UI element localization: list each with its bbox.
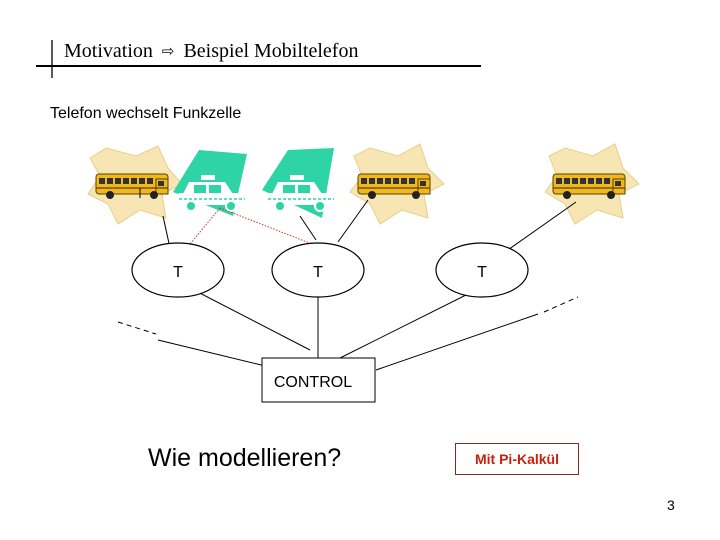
control-link	[375, 313, 539, 371]
transmitter-node-3	[435, 242, 529, 298]
bus-cell-3	[544, 143, 640, 225]
answer-box: Mit Pi-Kalkül	[455, 443, 579, 475]
taxi-cell-1	[173, 150, 248, 216]
cell-link-t3	[504, 201, 577, 253]
bus-cell-1	[87, 145, 183, 225]
control-link	[157, 339, 283, 371]
page-number: 3	[667, 497, 675, 513]
transmitter-label: T	[173, 264, 183, 281]
dashed-stub	[117, 321, 157, 335]
cell-link-t2	[299, 215, 317, 241]
cell-link-t2-right	[337, 199, 369, 243]
answer-text: Mit Pi-Kalkül	[474, 451, 559, 467]
control-label: CONTROL	[274, 374, 352, 391]
title-part-example: Beispiel Mobiltelefon	[183, 40, 359, 62]
arrow-right-icon: ⇨	[161, 42, 175, 60]
taxi-cell-2	[262, 148, 337, 218]
transmitter-label: T	[313, 264, 323, 281]
control-box	[261, 357, 376, 403]
transmitter-node-2	[271, 242, 365, 298]
transmitter-node-1	[131, 242, 225, 298]
slide-subtitle: Telefon wechselt Funkzelle	[50, 105, 242, 122]
dashed-stub	[543, 296, 579, 313]
dotted-radio-link	[189, 207, 221, 245]
title-part-motivation: Motivation	[64, 40, 153, 62]
cell-link-t1	[162, 215, 171, 249]
question-text: Wie modellieren?	[148, 444, 342, 472]
control-link	[339, 289, 477, 359]
slide-title: Motivation ⇨ Beispiel Mobiltelefon	[64, 40, 358, 63]
dotted-radio-link	[219, 207, 313, 245]
bus-cell-2	[349, 143, 445, 225]
transmitter-label: T	[477, 264, 487, 281]
